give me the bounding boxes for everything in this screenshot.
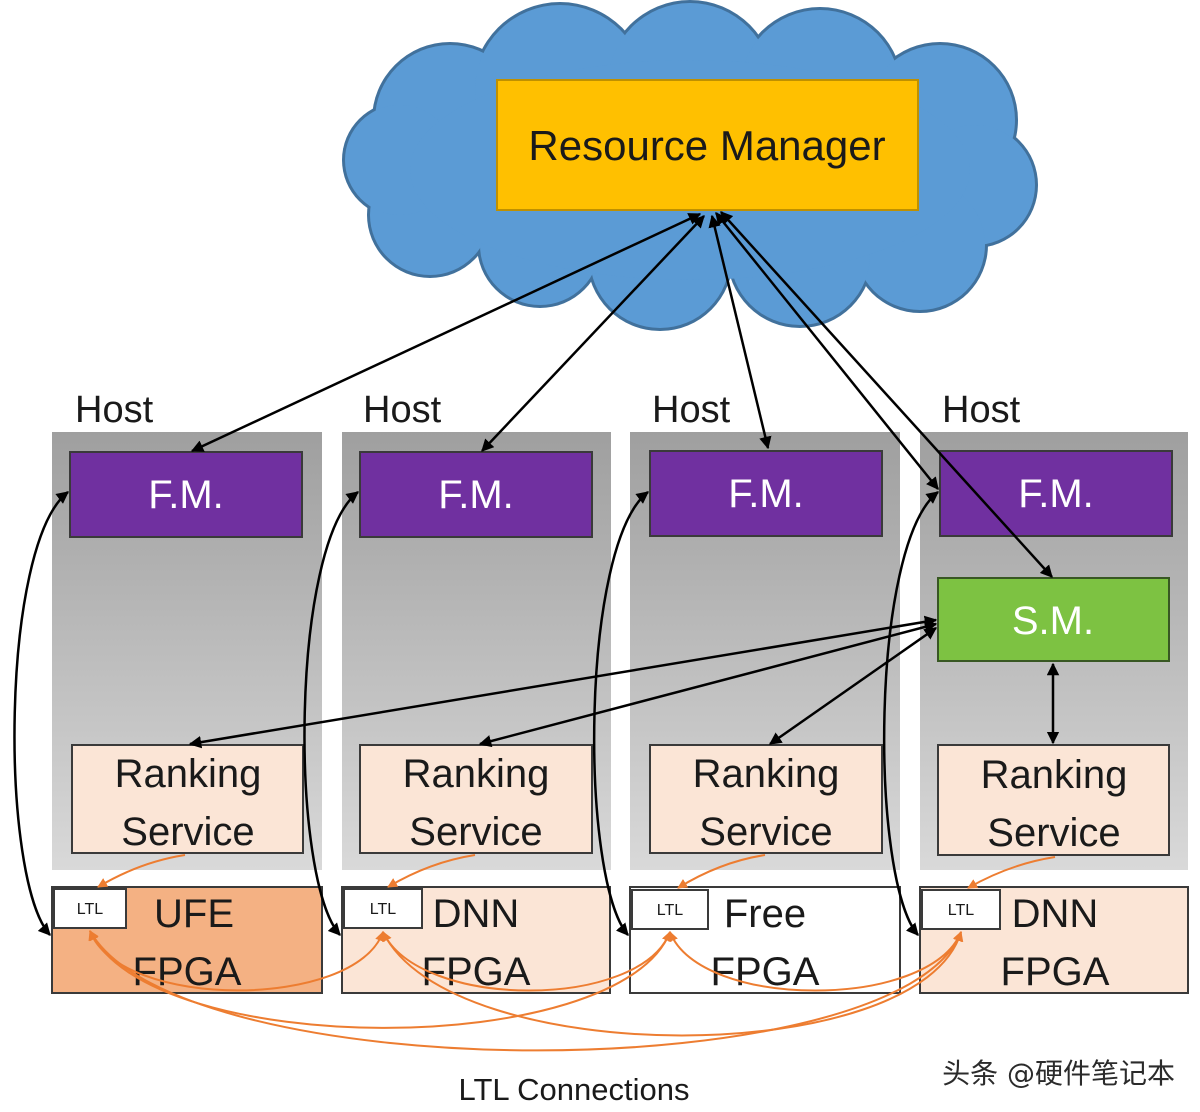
rm-to-sm-arrow — [720, 211, 1053, 578]
ranking-service-2-box — [359, 744, 593, 854]
fm-1-to-fpga-1-arrow — [13, 491, 69, 936]
sm-to-ranking-3-arrow — [768, 626, 938, 746]
ranking-service-4-line2: Service — [987, 811, 1120, 855]
fm-1-label: F.M. — [148, 473, 224, 517]
ranking-service-3-line1: Ranking — [693, 752, 840, 796]
sm-box — [937, 577, 1170, 662]
rm-to-fm-2-arrow — [481, 215, 705, 452]
fpga-2-line2: FPGA — [422, 950, 531, 994]
ranking-service-2-line1: Ranking — [403, 752, 550, 796]
fm-3-label: F.M. — [728, 472, 804, 516]
control-arrows — [13, 211, 1060, 936]
fm-2-box — [359, 451, 593, 538]
host-4-label: Host — [942, 389, 1021, 431]
ranking-1-to-ltl-1-arrow — [97, 854, 186, 888]
ranking-2-to-ltl-2-arrow — [387, 854, 476, 888]
ltl-connection-2-4 — [382, 931, 964, 1037]
ranking-4-to-ltl-4-arrow — [967, 856, 1056, 889]
resource-manager-box — [496, 79, 919, 211]
host-1-label: Host — [75, 389, 154, 431]
fpga-4-line1: DNN — [1012, 892, 1099, 936]
fm-4-label: F.M. — [1018, 472, 1094, 516]
host-3-label: Host — [652, 389, 731, 431]
ltl-connection-2-3 — [382, 931, 672, 992]
ranking-service-1-line1: Ranking — [115, 752, 262, 796]
ltl-3-label: LTL — [657, 902, 683, 919]
ltl-4-label: LTL — [948, 902, 974, 919]
ltl-connections-label: LTL Connections — [459, 1072, 690, 1107]
ranking-service-4-box — [937, 744, 1170, 856]
ranking-3-to-ltl-3-arrow — [677, 854, 766, 889]
ranking-service-3-box — [649, 744, 883, 854]
ltl-1-label: LTL — [77, 901, 103, 918]
ltl-connection-1-4 — [89, 930, 963, 1052]
watermark: 头条 @硬件笔记本 — [942, 1057, 1175, 1090]
fpga-1-line1: UFE — [154, 892, 234, 936]
ltl-connection-1-3 — [89, 930, 672, 1029]
ltl-2-label: LTL — [370, 901, 396, 918]
fm-2-label: F.M. — [438, 473, 514, 517]
ltl-arrows — [88, 854, 1056, 1052]
ranking-service-4-line1: Ranking — [981, 753, 1128, 797]
sm-label: S.M. — [1012, 599, 1094, 643]
fpga-4-line2: FPGA — [1001, 950, 1110, 994]
fm-1-box — [69, 451, 303, 538]
fpga-2-line1: DNN — [433, 892, 520, 936]
ranking-service-1-line2: Service — [121, 810, 254, 854]
ltl-connection-3-4 — [668, 931, 963, 992]
ranking-service-2-line2: Service — [409, 810, 542, 854]
host-2-label: Host — [363, 389, 442, 431]
ranking-service-1-box — [71, 744, 304, 854]
fpga-3-line1: Free — [724, 892, 806, 936]
resource-manager-label: Resource Manager — [528, 122, 885, 169]
ranking-service-3-line2: Service — [699, 810, 832, 854]
